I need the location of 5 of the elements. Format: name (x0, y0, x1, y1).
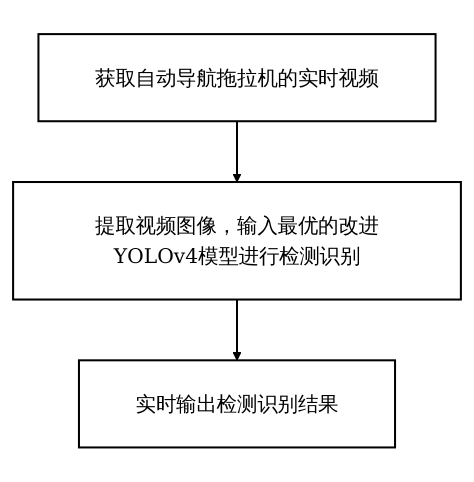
node-box: 实时输出检测识别结果 (78, 360, 396, 449)
arrow (232, 121, 242, 183)
node-box: 提取视频图像，输入最优的改进YOLOv4模型进行检测识别 (12, 181, 462, 301)
arrow (232, 300, 242, 361)
node-box: 获取自动导航拖拉机的实时视频 (37, 33, 437, 122)
